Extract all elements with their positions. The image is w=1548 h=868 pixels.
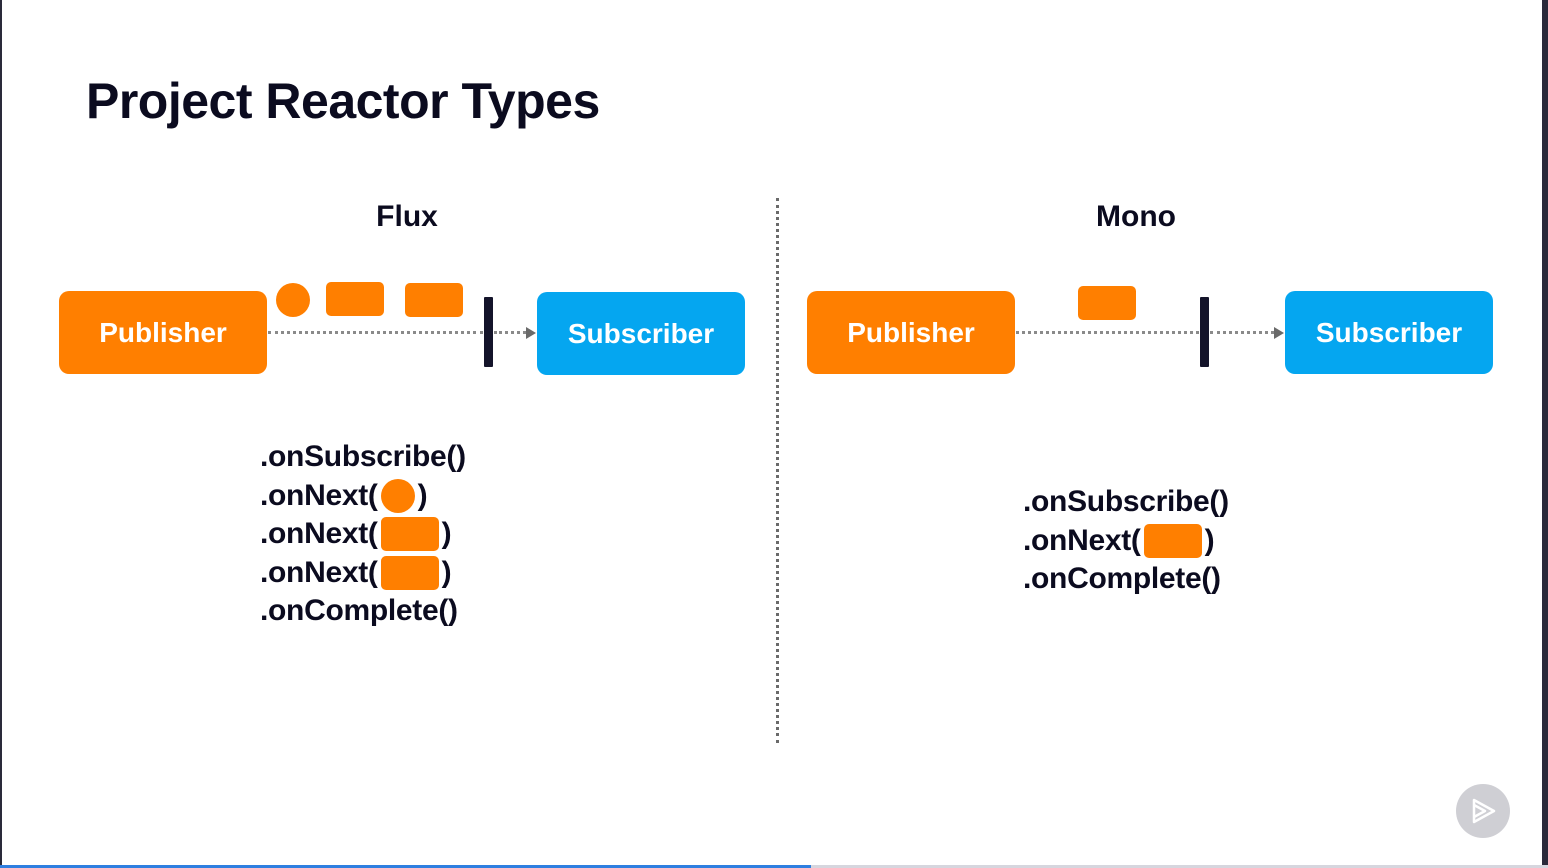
flux-publisher-label: Publisher <box>99 316 227 348</box>
mono-heading: Mono <box>1096 200 1176 233</box>
flux-call-text: .onSubscribe() <box>260 440 466 473</box>
mono-stream-rect-1 <box>1078 286 1136 320</box>
mono-completion-bar <box>1200 297 1209 367</box>
flux-stream-line <box>268 331 483 334</box>
flux-call-circle-icon <box>380 478 415 513</box>
flux-call-line-4: .onNext() <box>260 554 466 593</box>
flux-call-line-1: .onSubscribe() <box>260 438 466 477</box>
flux-publisher-box: Publisher <box>59 291 267 374</box>
mono-call-text: .onNext( <box>1023 523 1141 557</box>
mono-publisher-label: Publisher <box>847 316 975 348</box>
mono-call-line-1: .onSubscribe() <box>1023 483 1229 522</box>
flux-call-text: .onComplete() <box>260 594 458 627</box>
flux-call-text: .onNext( <box>260 517 378 550</box>
mono-subscriber-label: Subscriber <box>1315 316 1463 348</box>
flux-call-text: .onNext( <box>260 478 378 512</box>
play-button[interactable] <box>1456 784 1510 838</box>
flux-call-list: .onSubscribe().onNext().onNext().onNext(… <box>260 438 466 631</box>
mono-call-rect-icon <box>1143 523 1202 558</box>
mono-call-close-paren: ) <box>1204 523 1215 557</box>
progress-track[interactable] <box>0 865 1548 868</box>
frame-right-edge <box>1542 0 1548 868</box>
flux-stream-circle-1 <box>276 283 310 317</box>
mono-call-line-3: .onComplete() <box>1023 560 1229 599</box>
mono-arrow-line <box>1210 331 1274 334</box>
flux-call-close-paren: ) <box>441 555 452 589</box>
flux-arrowhead-icon <box>526 326 536 339</box>
flux-stream-rect-3 <box>405 283 463 317</box>
flux-call-text: .onNext( <box>260 555 378 589</box>
flux-call-close-paren: ) <box>441 517 452 550</box>
mono-subscriber-box: Subscriber <box>1285 291 1493 374</box>
play-icon <box>1472 798 1496 824</box>
flux-call-line-5: .onComplete() <box>260 592 466 631</box>
slide-title: Project Reactor Types <box>86 73 600 129</box>
progress-fill <box>0 865 812 868</box>
flux-call-line-3: .onNext() <box>260 515 466 554</box>
frame-left-edge <box>0 0 2 868</box>
mono-publisher-box: Publisher <box>807 291 1015 374</box>
mono-stream-line <box>1016 331 1199 334</box>
flux-stream-rect-2 <box>326 282 384 316</box>
flux-subscriber-box: Subscriber <box>537 292 745 375</box>
flux-call-rect-icon <box>380 555 439 590</box>
mono-call-text: .onComplete() <box>1023 562 1221 595</box>
mono-call-list: .onSubscribe().onNext().onComplete() <box>1023 483 1229 599</box>
flux-heading: Flux <box>376 200 438 233</box>
flux-completion-bar <box>484 297 493 367</box>
mono-call-text: .onSubscribe() <box>1023 485 1229 518</box>
panel-divider <box>776 198 779 743</box>
flux-call-close-paren: ) <box>417 478 428 512</box>
flux-subscriber-label: Subscriber <box>567 317 715 349</box>
flux-call-line-2: .onNext() <box>260 477 466 516</box>
mono-call-line-2: .onNext() <box>1023 522 1229 561</box>
mono-arrowhead-icon <box>1274 326 1284 339</box>
flux-arrow-line <box>494 331 526 334</box>
flux-call-rect-icon <box>380 517 439 552</box>
